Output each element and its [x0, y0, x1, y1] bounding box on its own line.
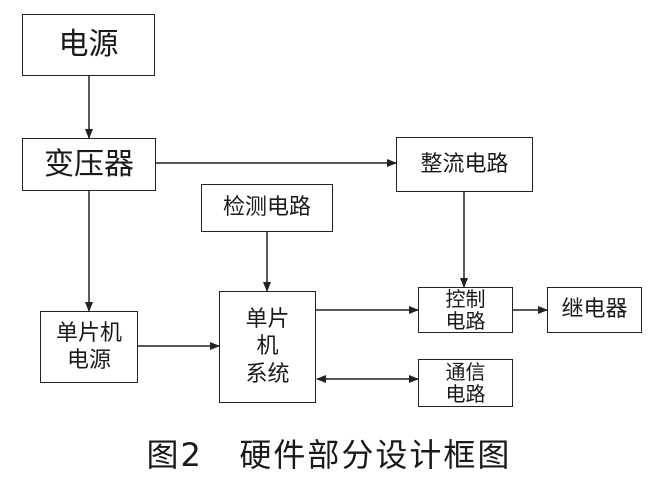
- mcu-label-line2: 机: [256, 334, 279, 360]
- detect-box: 检测电路: [201, 184, 333, 232]
- relay-box: 继电器: [547, 287, 642, 333]
- transformer-box: 变压器: [22, 138, 156, 191]
- mcu-system-box: 单片 机 系统: [219, 291, 316, 403]
- figure-caption: 图2 硬件部分设计框图: [146, 436, 512, 474]
- mcu-label-line3: 系统: [245, 361, 290, 387]
- comm-box: 通信 电路: [418, 359, 513, 407]
- mcu-label-line1: 单片: [245, 306, 290, 332]
- comm-label-line1: 通信: [445, 360, 486, 384]
- power-label: 电源: [58, 27, 119, 63]
- power-box: 电源: [22, 14, 155, 76]
- detect-label: 检测电路: [222, 195, 311, 221]
- mcu-power-label-line2: 电源: [66, 348, 111, 373]
- rectifier-label: 整流电路: [420, 151, 509, 177]
- comm-label-line2: 电路: [445, 382, 486, 406]
- relay-label: 继电器: [561, 297, 628, 323]
- control-box: 控制 电路: [418, 287, 513, 333]
- control-label-line1: 控制: [445, 287, 486, 311]
- rectifier-box: 整流电路: [396, 137, 533, 192]
- control-label-line2: 电路: [445, 309, 486, 333]
- mcu-power-box: 单片机 电源: [40, 311, 138, 383]
- transformer-label: 变压器: [44, 146, 134, 182]
- mcu-power-label-line1: 单片机: [55, 320, 122, 346]
